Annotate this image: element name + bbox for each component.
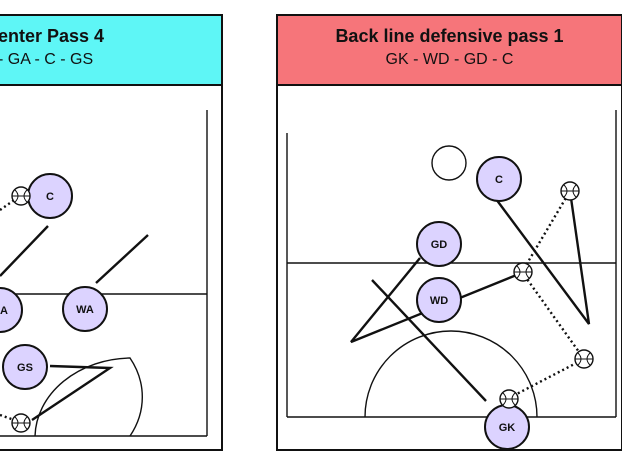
right-pass-paths <box>350 190 591 402</box>
right-court <box>286 110 617 418</box>
right-card-subtitle: GK - WD - GD - C <box>385 51 514 68</box>
right-card-header: Back line defensive pass 1 GK - WD - GD … <box>278 16 621 86</box>
left-ball-2 <box>11 413 31 433</box>
right-player-gd-label: GD <box>431 239 448 251</box>
right-player-wd: WD <box>416 277 462 323</box>
left-player-gs: GS <box>2 344 48 390</box>
left-pass-paths <box>0 195 149 424</box>
left-run-path-1 <box>0 225 49 277</box>
right-player-gk-label: GK <box>499 422 516 434</box>
right-card-title: Back line defensive pass 1 <box>335 26 564 46</box>
left-player-c: C <box>27 173 73 219</box>
left-players: C A WA GS <box>0 173 108 390</box>
right-players: C GD WD GK <box>416 156 530 450</box>
right-shooting-circle <box>364 330 538 418</box>
right-run-path-3 <box>495 190 591 325</box>
left-run-path-2 <box>95 234 149 284</box>
right-ball-1 <box>560 181 580 201</box>
left-ball-1 <box>11 186 31 206</box>
left-run-path-3 <box>31 364 114 421</box>
right-player-c: C <box>476 156 522 202</box>
left-court <box>0 110 208 437</box>
right-run-path-2 <box>350 257 525 344</box>
left-player-a-label: A <box>0 305 8 317</box>
left-card-subtitle: - GA - C - GS <box>0 51 94 68</box>
right-ball-3 <box>574 349 594 369</box>
right-player-wd-label: WD <box>430 295 448 307</box>
left-card-header: enter Pass 4 - GA - C - GS <box>0 16 221 86</box>
left-player-wa-label: WA <box>76 304 94 316</box>
right-player-c-label: C <box>495 174 503 186</box>
left-card-title: enter Pass 4 <box>0 26 105 46</box>
left-player-a: A <box>0 287 23 333</box>
left-player-gs-label: GS <box>17 362 33 374</box>
right-empty-position-circle <box>431 145 467 181</box>
left-pass-dotted-2 <box>0 413 21 424</box>
right-player-gd: GD <box>416 221 462 267</box>
left-player-c-label: C <box>46 191 54 203</box>
right-player-gk: GK <box>484 404 530 450</box>
right-ball-4 <box>499 389 519 409</box>
left-shooting-circle <box>34 357 143 437</box>
left-player-wa: WA <box>62 286 108 332</box>
right-balls <box>499 181 594 409</box>
right-run-path-1 <box>371 279 487 402</box>
right-ball-2 <box>513 262 533 282</box>
